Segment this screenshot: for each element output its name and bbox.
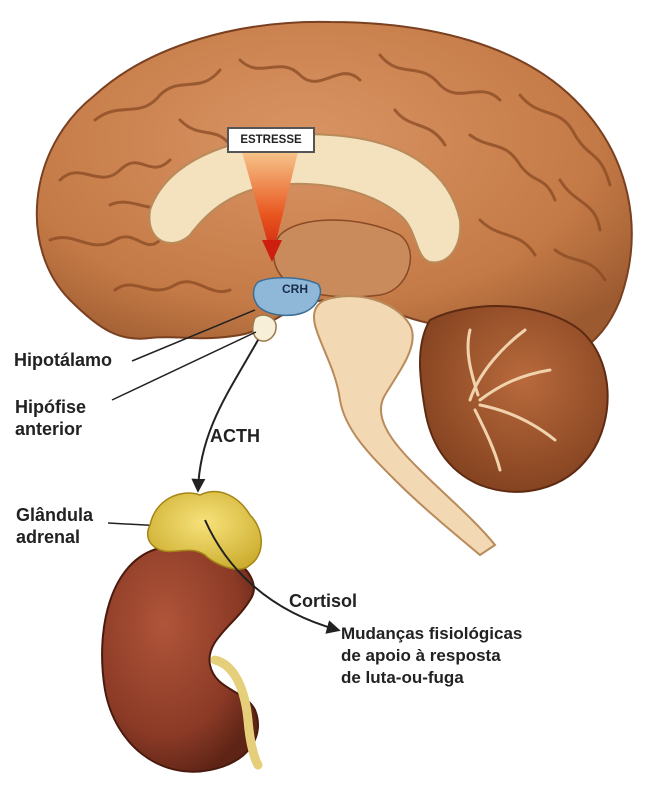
adrenal-gland-label: Glândula adrenal — [16, 505, 93, 548]
crh-label: CRH — [282, 282, 308, 296]
response-line-1: Mudanças fisiológicas — [341, 623, 522, 645]
pituitary-leader — [112, 332, 256, 400]
response-line-3: de luta-ou-fuga — [341, 667, 522, 689]
cerebellum — [420, 306, 608, 492]
stress-label: ESTRESSE — [227, 127, 315, 153]
adrenal-gland-line-1: Glândula — [16, 505, 93, 527]
anterior-pituitary-label: Hipófise anterior — [15, 397, 86, 440]
anterior-pituitary-line-1: Hipófise — [15, 397, 86, 419]
pituitary-gland — [253, 315, 276, 341]
cortisol-label: Cortisol — [289, 591, 357, 613]
acth-label: ACTH — [210, 426, 260, 448]
hypothalamus-label: Hipotálamo — [14, 350, 112, 372]
kidney — [102, 545, 258, 771]
response-line-2: de apoio à resposta — [341, 645, 522, 667]
adrenal-gland-line-2: adrenal — [16, 527, 93, 549]
anterior-pituitary-line-2: anterior — [15, 419, 86, 441]
response-label: Mudanças fisiológicas de apoio à respost… — [341, 623, 522, 688]
acth-arrow — [198, 340, 258, 490]
